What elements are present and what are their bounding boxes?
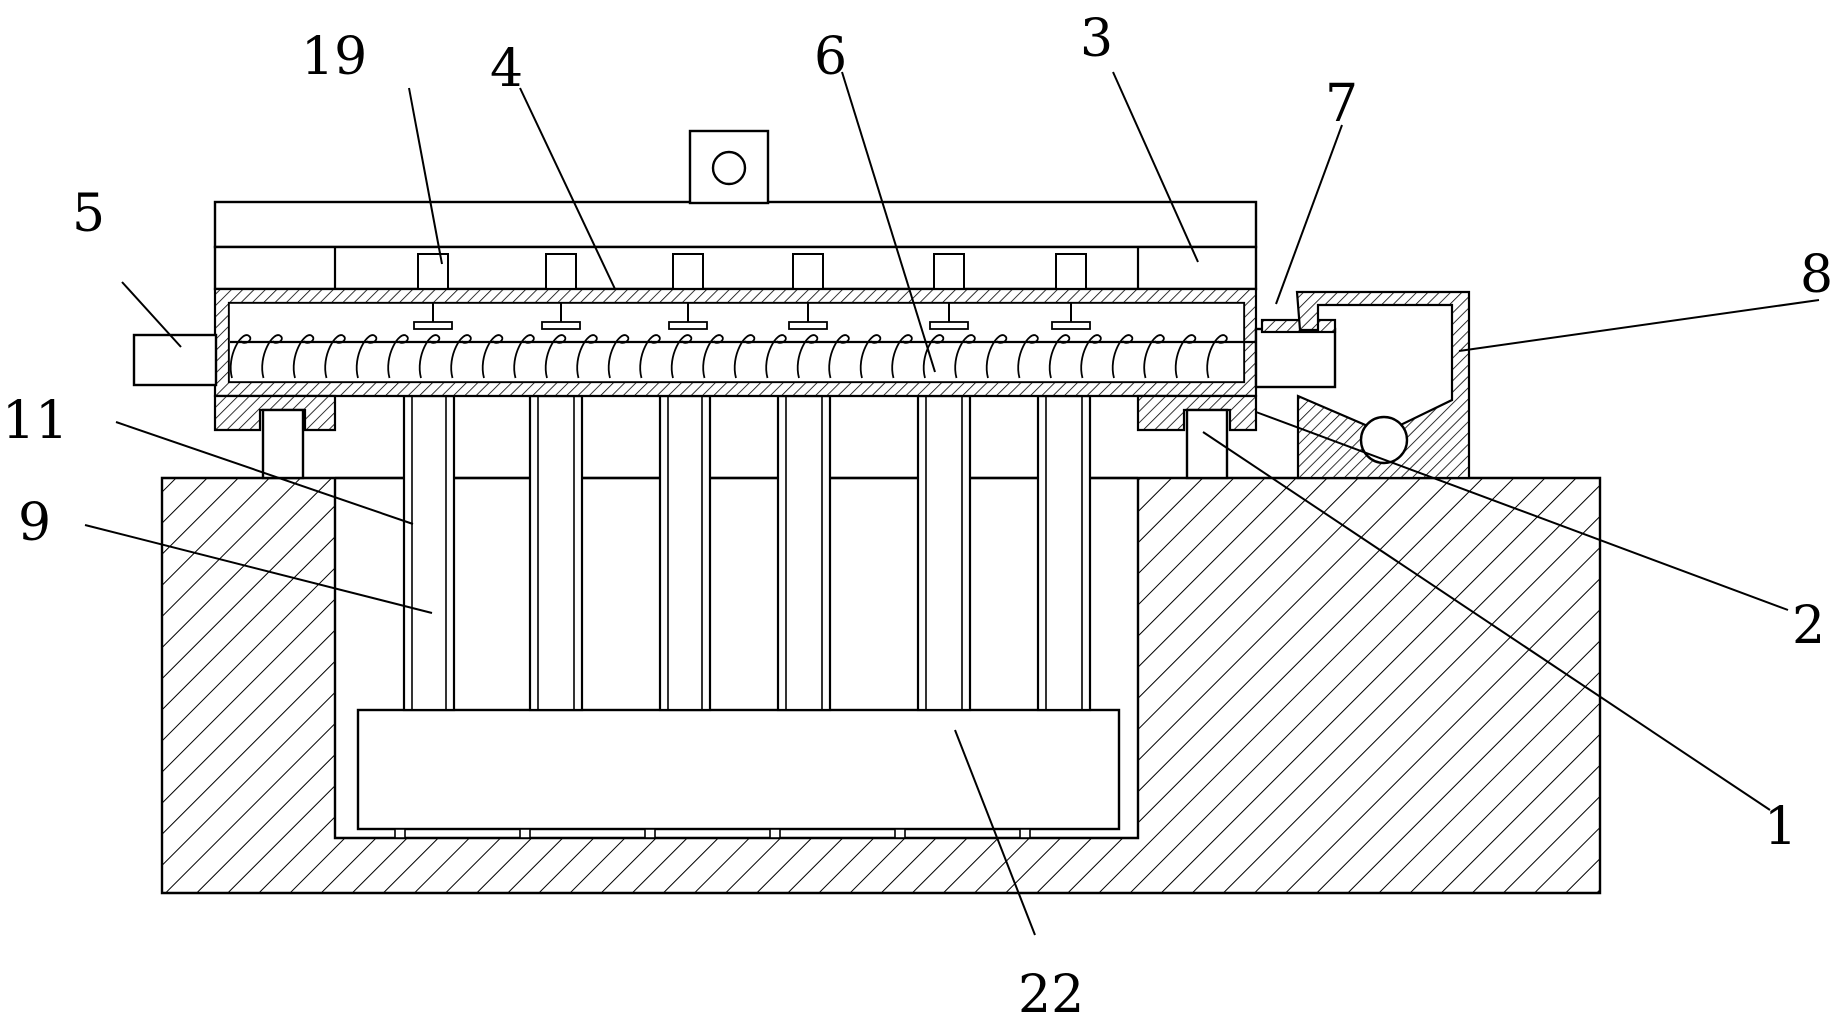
clamp-block-4 bbox=[792, 253, 824, 290]
tray-foot-5 bbox=[894, 828, 906, 839]
screw-flight-3 bbox=[292, 334, 315, 379]
label-19: 19 bbox=[301, 27, 367, 87]
hanger-plate-5 bbox=[929, 321, 969, 330]
clamp-blocks bbox=[417, 253, 1087, 290]
screw-flight-30 bbox=[1143, 334, 1165, 379]
screw-conveyor bbox=[229, 334, 1256, 379]
screw-flight-19 bbox=[796, 334, 819, 379]
clamp-block-5 bbox=[933, 253, 965, 290]
tray-foot-1 bbox=[394, 828, 406, 839]
base-block bbox=[160, 476, 1602, 895]
screw-flight-32 bbox=[1206, 334, 1228, 379]
screw-flight-16 bbox=[702, 334, 724, 379]
screw-flight-5 bbox=[355, 334, 378, 379]
label-9: 9 bbox=[18, 493, 51, 553]
outlet-pipe bbox=[1254, 327, 1337, 389]
nozzle-hangers bbox=[413, 303, 1091, 330]
label-1: 1 bbox=[1764, 797, 1797, 857]
screw-flight-12 bbox=[576, 334, 598, 379]
screw-flight-28 bbox=[1080, 334, 1102, 379]
tray-foot-3 bbox=[644, 828, 656, 839]
label-11: 11 bbox=[2, 391, 68, 451]
tray-feet bbox=[394, 828, 1031, 839]
screw-flight-9 bbox=[481, 334, 504, 379]
label-2: 2 bbox=[1792, 596, 1825, 656]
bracket-left bbox=[213, 394, 337, 432]
label-8: 8 bbox=[1800, 245, 1833, 305]
screw-flight-2 bbox=[261, 334, 283, 379]
screw-flight-27 bbox=[1048, 334, 1071, 379]
drive-shaft bbox=[132, 333, 218, 387]
screw-flight-15 bbox=[670, 334, 693, 379]
label-4: 4 bbox=[490, 39, 523, 99]
hanger-lug bbox=[688, 129, 770, 205]
screw-flight-20 bbox=[828, 334, 850, 379]
screw-flight-31 bbox=[1174, 334, 1197, 379]
label-6: 6 bbox=[814, 27, 847, 87]
screw-flight-13 bbox=[607, 334, 630, 379]
label-22: 22 bbox=[1018, 965, 1084, 1025]
hanger-plate-6 bbox=[1051, 321, 1091, 330]
label-7: 7 bbox=[1325, 74, 1358, 134]
screw-flight-22 bbox=[891, 334, 913, 379]
hanger-plate-2 bbox=[541, 321, 581, 330]
tray-foot-6 bbox=[1019, 828, 1031, 839]
screw-flight-1 bbox=[229, 334, 252, 379]
label-5: 5 bbox=[72, 184, 105, 244]
screw-flight-23 bbox=[922, 334, 945, 379]
screw-flight-18 bbox=[765, 334, 787, 379]
hopper-box bbox=[1295, 290, 1471, 480]
screw-flight-14 bbox=[639, 334, 661, 379]
screw-flight-29 bbox=[1111, 334, 1134, 379]
frame-top bbox=[213, 200, 1258, 249]
label-3: 3 bbox=[1080, 9, 1113, 69]
leader-lines bbox=[84, 71, 1820, 936]
tray-foot-4 bbox=[769, 828, 781, 839]
screw-flight-26 bbox=[1017, 334, 1039, 379]
screw-flight-8 bbox=[450, 334, 472, 379]
collection-tray bbox=[356, 708, 1121, 831]
hanger-hole bbox=[711, 150, 747, 186]
screw-flight-11 bbox=[544, 334, 567, 379]
hopper-ball bbox=[1359, 415, 1409, 465]
clamp-block-1 bbox=[417, 253, 449, 290]
screw-flight-6 bbox=[387, 334, 409, 379]
bracket-right bbox=[1136, 394, 1258, 432]
screw-flight-17 bbox=[733, 334, 756, 379]
screw-coils bbox=[229, 334, 1228, 379]
post-left bbox=[261, 408, 305, 480]
screw-flight-21 bbox=[859, 334, 882, 379]
screw-flight-25 bbox=[985, 334, 1008, 379]
hanger-plate-3 bbox=[668, 321, 708, 330]
screw-flight-10 bbox=[513, 334, 535, 379]
frame-band bbox=[213, 245, 1258, 291]
clamp-block-6 bbox=[1055, 253, 1087, 290]
screw-flight-7 bbox=[418, 334, 441, 379]
tray-foot-2 bbox=[519, 828, 531, 839]
hanger-plate-4 bbox=[788, 321, 828, 330]
screw-flight-24 bbox=[954, 334, 976, 379]
clamp-block-3 bbox=[672, 253, 704, 290]
vertical-rods bbox=[402, 394, 1092, 712]
clamp-block-2 bbox=[545, 253, 577, 290]
hanger-plate-1 bbox=[413, 321, 453, 330]
screw-flight-4 bbox=[324, 334, 346, 379]
